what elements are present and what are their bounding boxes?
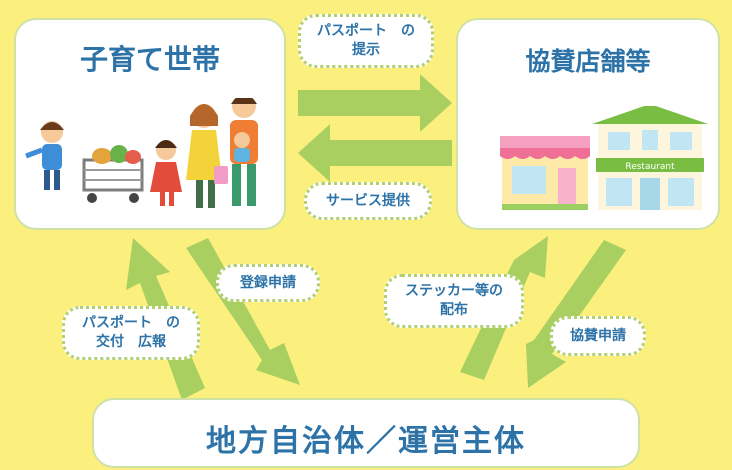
government-node: 地方自治体／運営主体 [92,398,640,468]
shops-node-title: 協賛店舗等 [525,47,651,76]
shopping-cart-icon [82,145,144,203]
label-passport-issue-line2: 交付 広報 [96,334,166,350]
label-passport-present-line2: 提示 [352,42,380,58]
arrow-shops-to-gov [526,240,626,388]
label-passport-issue-line1: パスポート の [82,315,180,331]
label-sponsor-apply-text: 協賛申請 [570,327,626,344]
restaurant-building-icon: Restaurant [592,106,708,210]
label-registration-text: 登録申請 [240,274,296,291]
mother-figure [186,104,228,208]
government-node-title: 地方自治体／運営主体 [206,424,526,459]
label-passport-present: パスポート の 提示 [298,14,434,68]
restaurant-sign-text: Restaurant [625,162,675,172]
arrow-family-to-gov [186,238,300,385]
child-girl-figure [150,140,182,206]
shops-illustration: Restaurant [500,106,708,210]
family-illustration [25,98,258,208]
label-passport-issue: パスポート の 交付 広報 [62,306,200,360]
label-service: サービス提供 [304,182,432,220]
family-node-title: 子育て世帯 [79,43,220,76]
shops-node: 協賛店舗等 Restaurant [456,18,720,230]
family-node: 子育て世帯 [14,18,286,230]
child-boy-figure [25,121,64,190]
arrow-family-to-shops [298,74,452,132]
label-sticker: ステッカー等の 配布 [384,274,524,328]
label-sticker-line2: 配布 [440,302,468,318]
label-passport-present-line1: パスポート の [317,23,415,39]
shop-building-icon [500,136,590,210]
label-service-text: サービス提供 [326,192,410,209]
label-registration: 登録申請 [216,264,320,302]
father-figure [230,98,258,206]
arrow-shops-to-family [298,124,452,182]
label-sponsor-apply: 協賛申請 [550,316,646,356]
label-sticker-line1: ステッカー等の [405,283,503,299]
